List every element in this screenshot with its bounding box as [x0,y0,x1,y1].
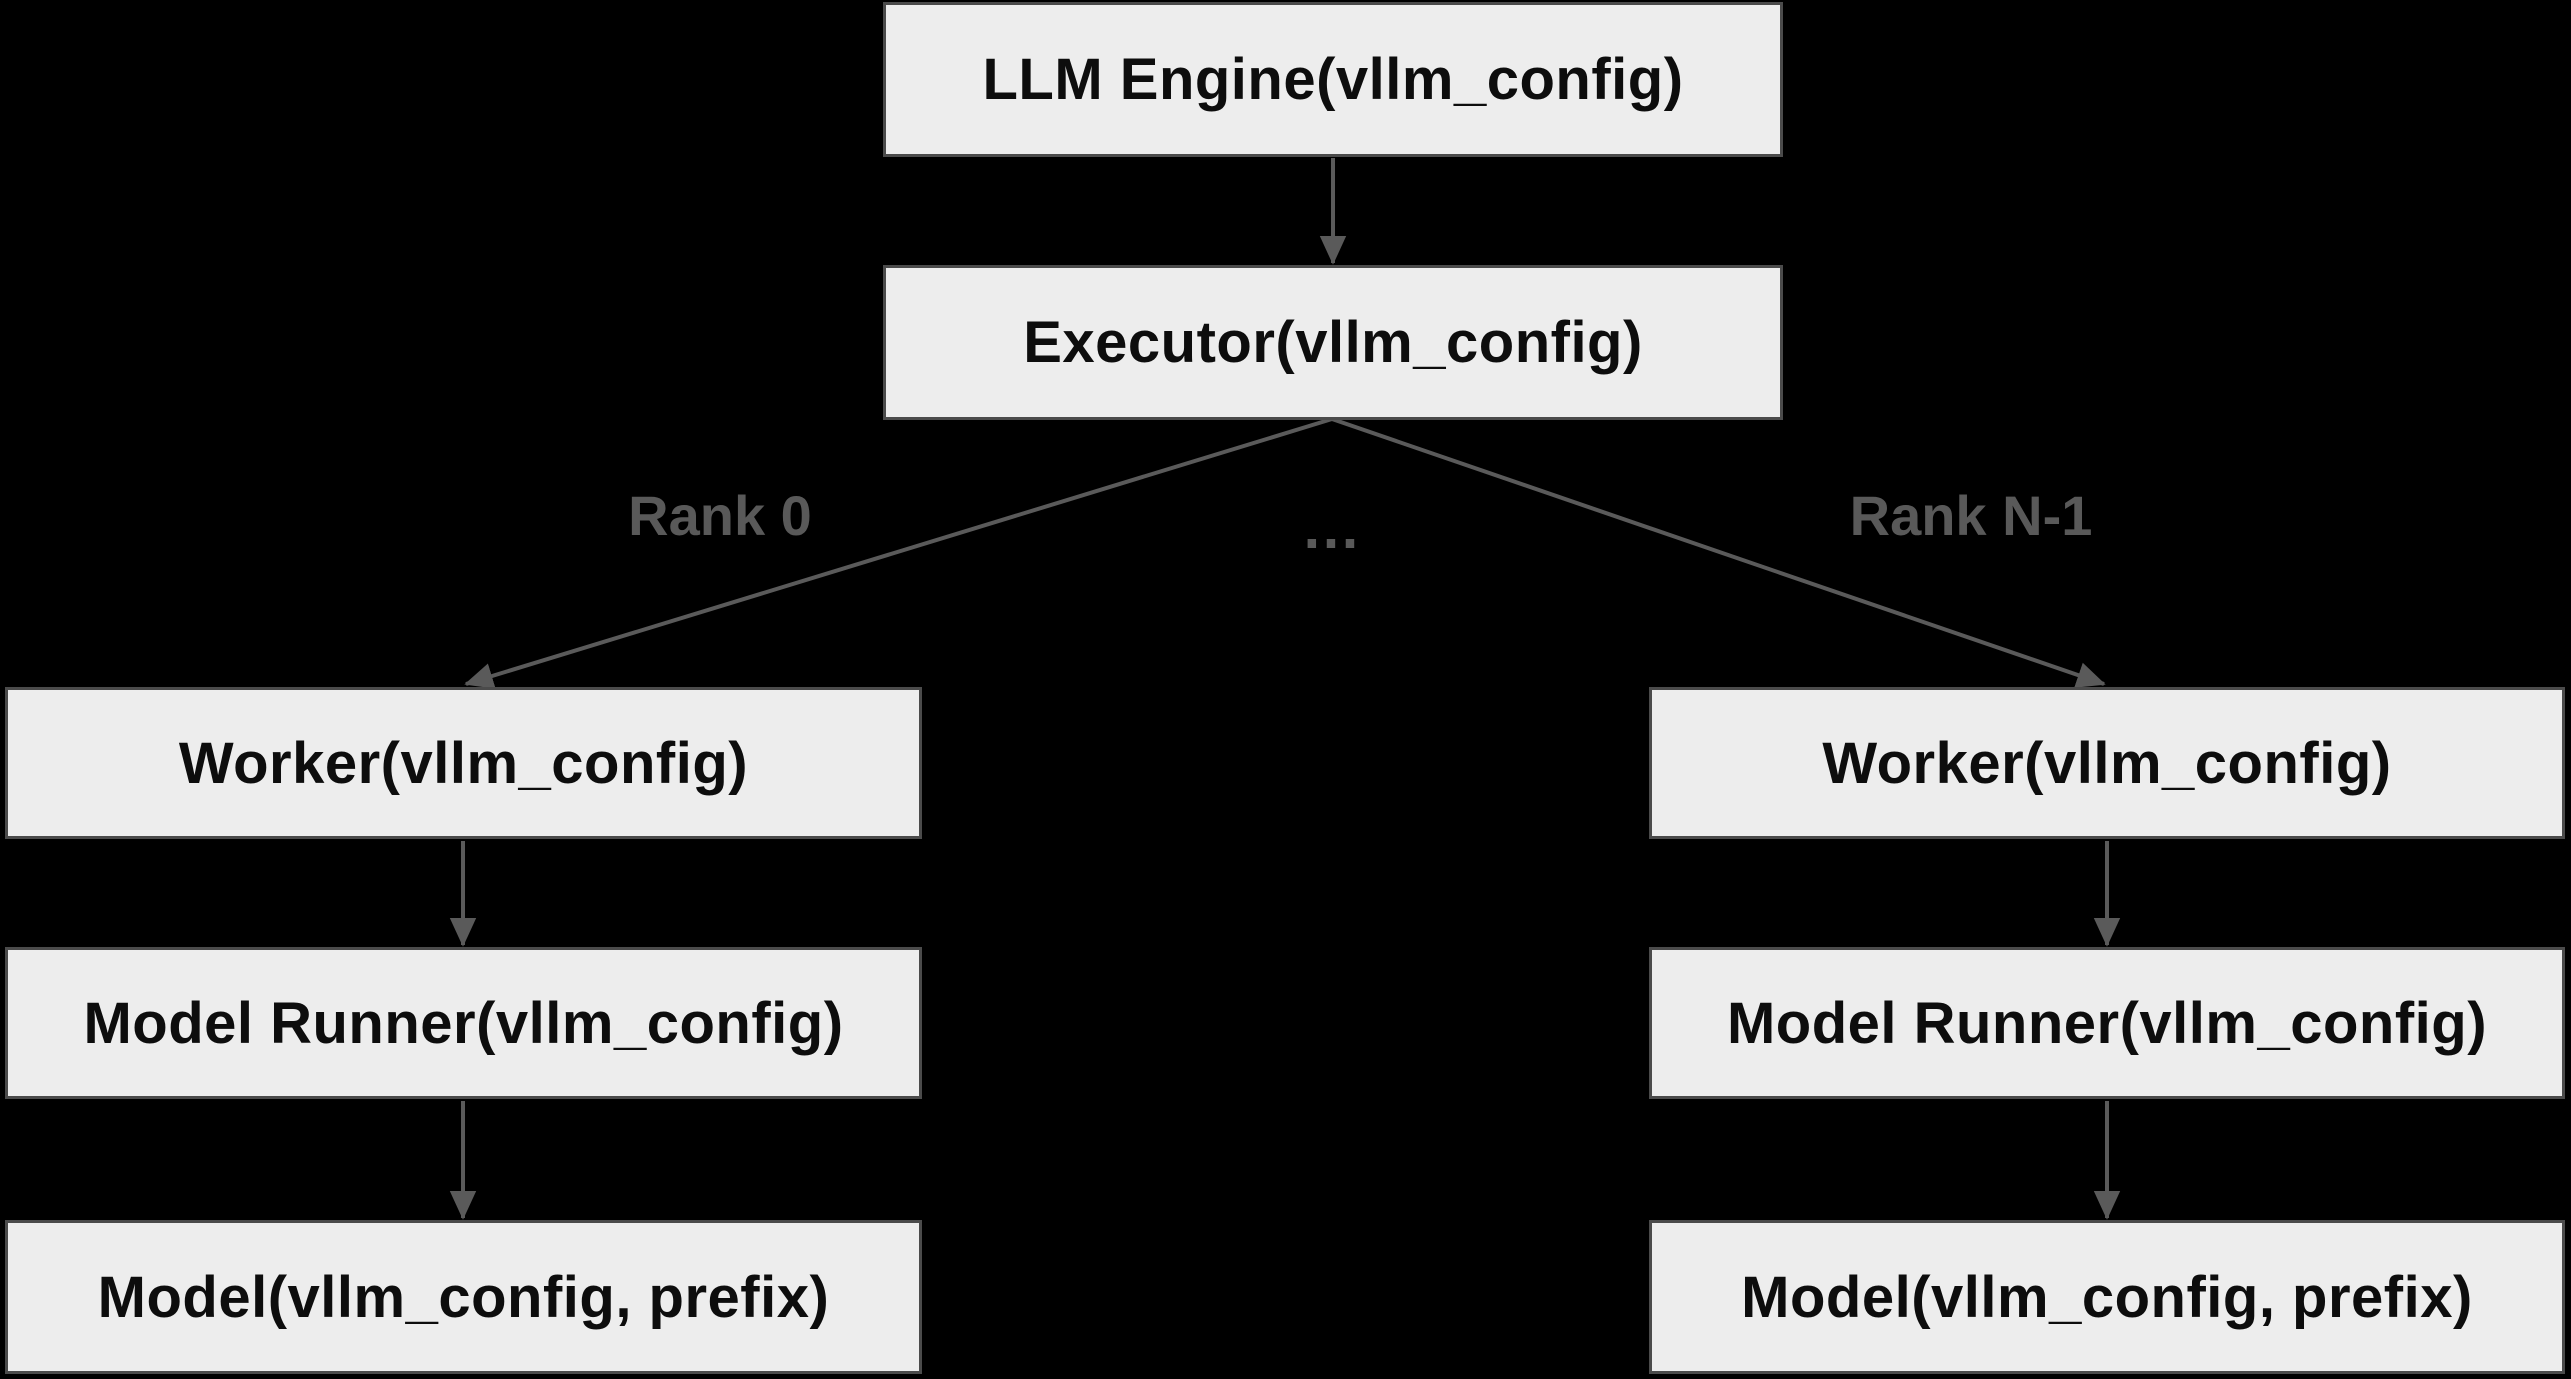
node-model-runner-right: Model Runner(vllm_config) [1649,947,2565,1099]
edge-executor-to-worker-left [464,417,1333,689]
node-worker-left: Worker(vllm_config) [5,687,922,839]
node-model-right: Model(vllm_config, prefix) [1649,1220,2565,1374]
edge-label-rank-n-1: Rank N-1 [1849,484,2093,547]
edge-executor-to-worker-right [1331,417,2106,688]
edge-label-ellipsis: … [1301,494,1361,561]
node-executor: Executor(vllm_config) [883,265,1783,420]
node-worker-right: Worker(vllm_config) [1649,687,2565,839]
node-llm-engine: LLM Engine(vllm_config) [883,2,1783,157]
node-model-left: Model(vllm_config, prefix) [5,1220,922,1374]
edge-label-rank-0: Rank 0 [628,484,812,547]
node-model-runner-left: Model Runner(vllm_config) [5,947,922,1099]
